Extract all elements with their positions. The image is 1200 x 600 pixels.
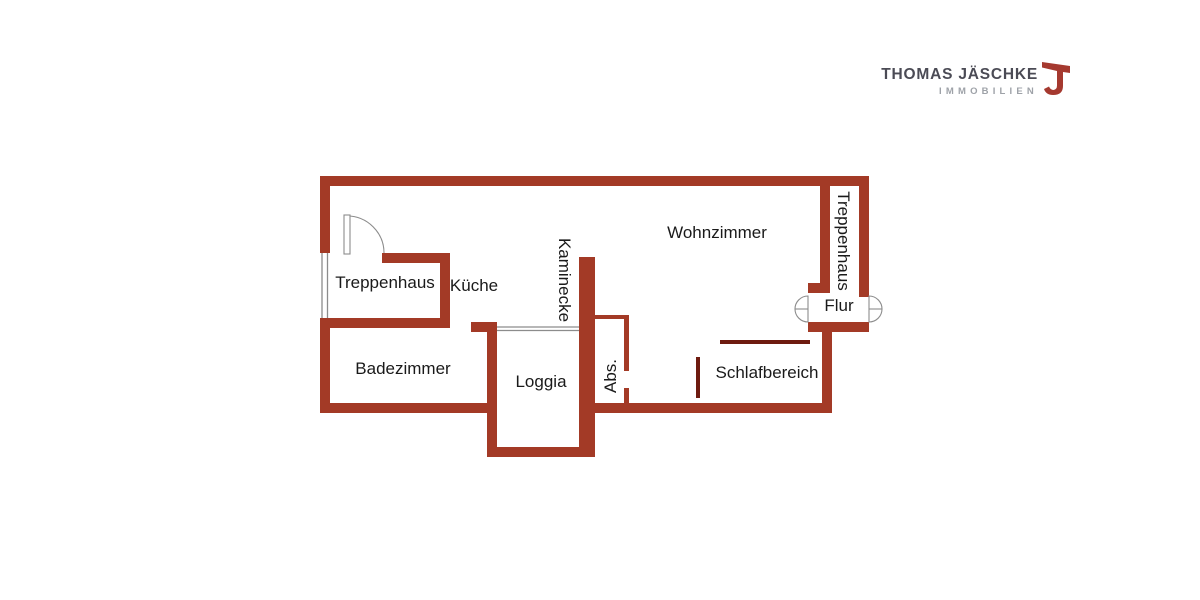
room-label-treppenhaus-left: Treppenhaus	[335, 273, 435, 292]
logo-tj-monogram-icon	[1042, 62, 1070, 95]
room-label-treppenhaus-right: Treppenhaus	[834, 191, 853, 291]
wall-flur-jog	[808, 283, 830, 293]
room-label-wohnzimmer: Wohnzimmer	[667, 223, 767, 242]
room-label-kaminecke: Kaminecke	[555, 237, 574, 323]
wall-outer-right	[859, 176, 869, 297]
door-flur-right-icon	[868, 295, 883, 323]
room-label-kueche: Küche	[449, 276, 499, 295]
room-label-loggia: Loggia	[515, 372, 567, 391]
wall-loggia-top-stub	[471, 322, 497, 332]
partition-schlafbereich-top	[720, 340, 810, 344]
room-label-flur: Flur	[824, 296, 854, 315]
room-label-badezimmer: Badezimmer	[355, 359, 451, 378]
wall-loggia-left	[487, 322, 497, 457]
wall-kaminecke	[579, 257, 595, 457]
wall-outer-bottom-right	[595, 403, 832, 413]
wall-outer-left-lower	[320, 318, 330, 413]
wall-below-flur	[822, 332, 832, 413]
wall-outer-top	[320, 176, 869, 186]
wall-loggia-bottom	[487, 447, 595, 457]
window-loggia-icon	[497, 326, 579, 332]
wall-flur-bottom	[808, 322, 869, 332]
wall-stair-left-top	[382, 253, 450, 263]
wall-outer-left-upper	[320, 176, 330, 253]
window-left-icon	[321, 253, 329, 318]
door-flur-left-icon	[794, 295, 809, 323]
wall-corridor-left	[820, 186, 830, 283]
wall-stair-left-bottom	[320, 318, 450, 328]
brand-name: THOMAS JÄSCHKE	[881, 66, 1038, 83]
wall-stair-left-right	[440, 253, 450, 328]
room-label-abstellraum: Abs.	[601, 358, 620, 394]
wall-abs-right-lower	[624, 388, 629, 403]
wall-abs-top	[595, 315, 628, 319]
door-stair-left-icon	[343, 214, 385, 255]
room-label-schlafbereich: Schlafbereich	[715, 363, 819, 382]
brand-subtitle: IMMOBILIEN	[939, 86, 1038, 97]
wall-outer-bottom-left	[320, 403, 487, 413]
wall-abs-right-upper	[624, 315, 629, 371]
partition-schlafbereich-left	[696, 357, 700, 398]
brand-logo: THOMAS JÄSCHKE IMMOBILIEN	[881, 62, 1071, 99]
brand-logo-text: THOMAS JÄSCHKE IMMOBILIEN	[881, 66, 1038, 97]
